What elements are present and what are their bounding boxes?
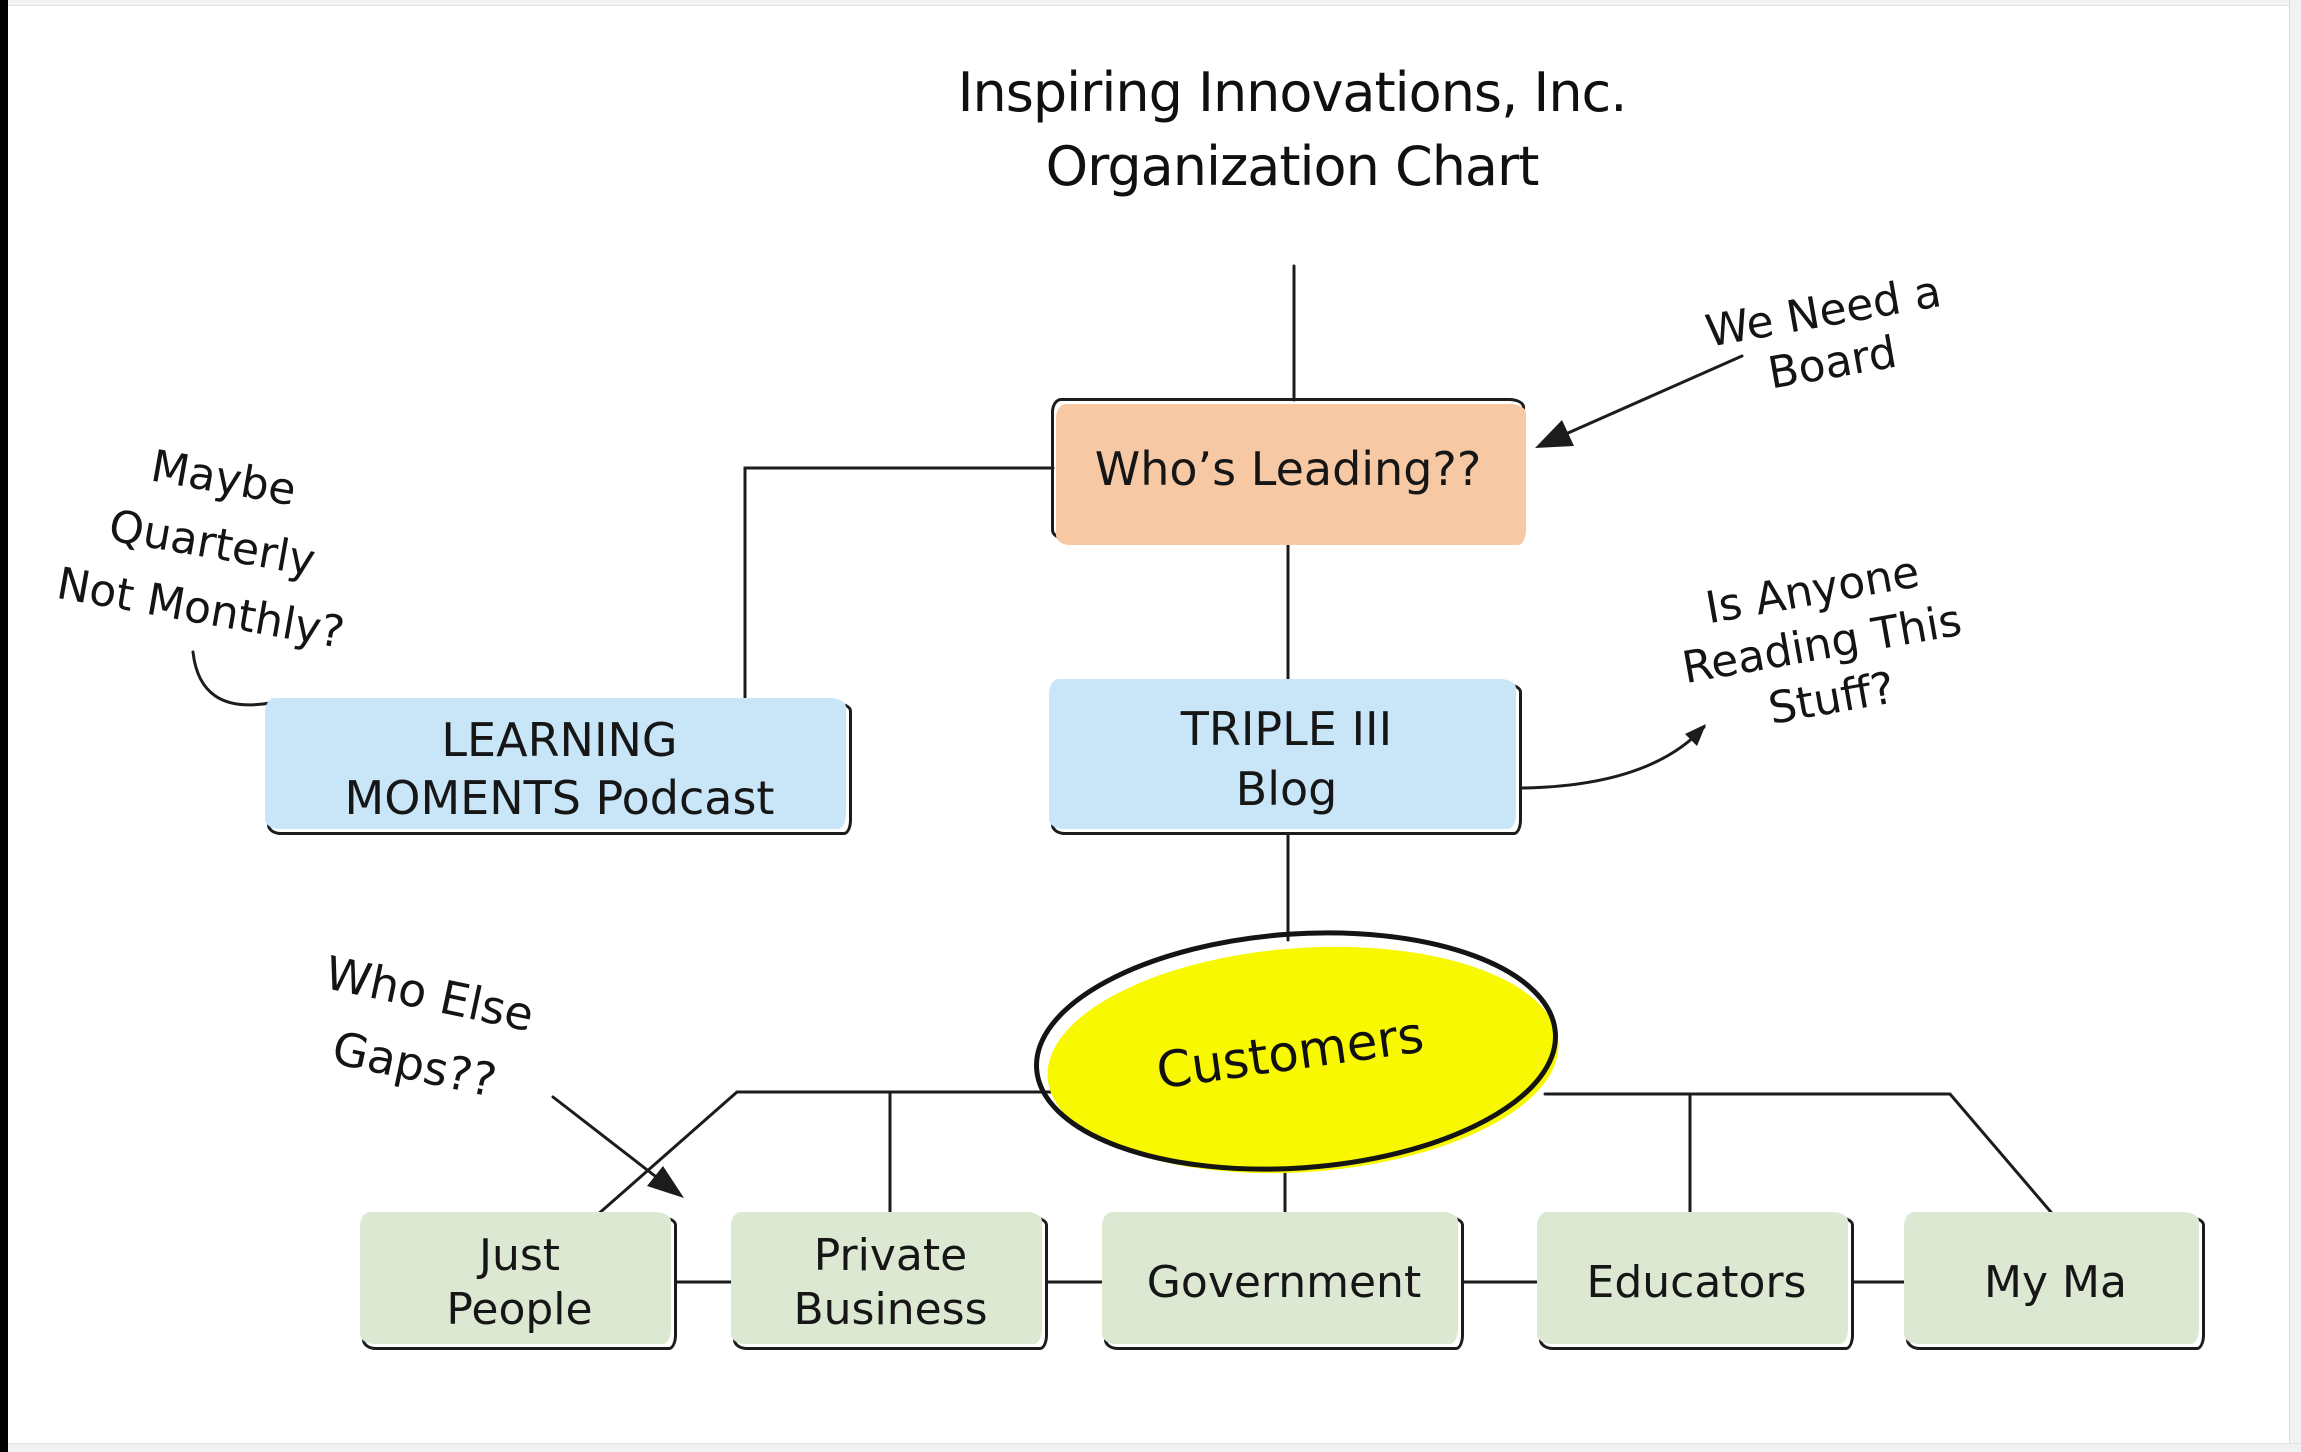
page-title: Inspiring Innovations, Inc. Organization… <box>892 56 1692 204</box>
node-educators-label: Educators <box>1586 1257 1807 1308</box>
node-just-people: Just People <box>360 1212 677 1350</box>
node-educators: Educators <box>1537 1212 1854 1350</box>
curve-maybe <box>191 650 272 707</box>
node-blog-line1: TRIPLE III <box>1180 702 1393 756</box>
node-learning-moments-podcast: LEARNING MOMENTS Podcast <box>265 698 852 835</box>
window-edge-left <box>0 0 8 1452</box>
node-private-business: Private Business <box>731 1212 1048 1350</box>
rail-left <box>594 1090 1054 1218</box>
node-fill <box>360 1212 671 1344</box>
node-government-label: Government <box>1146 1257 1422 1308</box>
node-fill <box>1904 1212 2199 1344</box>
node-my-ma: My Ma <box>1904 1212 2205 1350</box>
page-title-line1: Inspiring Innovations, Inc. <box>957 61 1628 124</box>
node-whos-leading-label: Who’s Leading?? <box>1094 442 1482 496</box>
line-leading-to-podcast <box>743 466 1055 706</box>
node-myma-label: My Ma <box>1984 1257 2127 1308</box>
arrow-we-need-line <box>1566 354 1744 435</box>
node-podcast-line1: LEARNING <box>441 712 678 767</box>
node-podcast-line2: MOMENTS Podcast <box>344 770 775 825</box>
window-edge-right <box>2289 0 2301 1452</box>
arrowhead-who-else <box>647 1166 684 1198</box>
node-private-line2: Business <box>793 1284 988 1335</box>
node-triple-iii-blog: TRIPLE III Blog <box>1049 679 1522 835</box>
node-fill <box>1049 679 1516 829</box>
node-blog-line2: Blog <box>1235 762 1338 816</box>
customers-ellipse-outline <box>1034 930 1558 1172</box>
arrowhead-is-anyone <box>1685 724 1706 746</box>
node-private-line1: Private <box>813 1230 968 1281</box>
node-fill <box>731 1212 1042 1344</box>
node-fill <box>1056 404 1526 545</box>
node-just-line1: Just <box>478 1230 561 1281</box>
window-edge-bottom <box>8 1443 2301 1452</box>
customers-ellipse-fill <box>1047 946 1559 1174</box>
arrow-who-else-line <box>551 1095 657 1178</box>
arrowhead-we-need <box>1535 420 1574 448</box>
curve-is-anyone <box>1520 725 1706 790</box>
node-just-line2: People <box>446 1284 593 1335</box>
window-edge-top <box>8 0 2301 6</box>
rail-right <box>1543 1092 2058 1220</box>
node-government: Government <box>1102 1212 1464 1350</box>
node-fill <box>1537 1212 1848 1344</box>
node-fill <box>1102 1212 1458 1344</box>
node-whos-leading: Who’s Leading?? <box>1051 398 1526 545</box>
page-title-line2: Organization Chart <box>1045 135 1540 198</box>
node-fill <box>265 698 846 829</box>
